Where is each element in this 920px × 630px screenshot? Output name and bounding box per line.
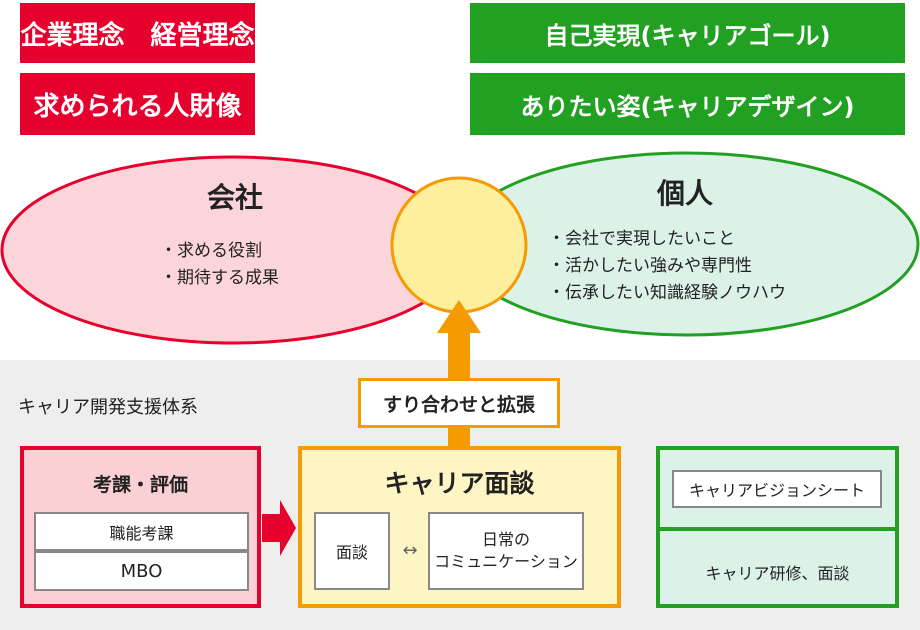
- daily-communication-item: 日常の コミュニケーション: [428, 512, 584, 590]
- evaluation-title: 考課・評価: [92, 474, 188, 496]
- daily-line2: コミュニケーション: [434, 552, 578, 571]
- banner-self-realization: 自己実現(キャリアゴール): [470, 3, 905, 63]
- individual-item: 活かしたい強みや専門性: [548, 253, 786, 280]
- company-title: 会社: [206, 181, 263, 214]
- arrow-right: [262, 500, 296, 556]
- evaluation-item: 職能考課: [34, 512, 249, 551]
- daily-line1: 日常の: [481, 530, 530, 549]
- company-item: 期待する成果: [160, 265, 279, 292]
- arrow-head-up: [437, 300, 481, 333]
- alignment-label: すり合わせと拡張: [358, 378, 560, 428]
- career-interview-title: キャリア面談: [384, 469, 535, 498]
- career-interview-box: キャリア面談 面談 ↔ 日常の コミュニケーション: [298, 446, 621, 608]
- evaluation-item: MBO: [34, 551, 249, 591]
- support-box: キャリアビジョンシート キャリア研修、面談: [656, 446, 899, 608]
- vision-sheet-item: キャリアビジョンシート: [672, 470, 882, 508]
- system-label: キャリア開発支援体系: [18, 397, 198, 418]
- overlap-circle: [390, 176, 528, 314]
- company-item: 求める役割: [160, 238, 279, 265]
- individual-item: 伝承したい知識経験ノウハウ: [548, 280, 786, 307]
- support-divider: [660, 527, 895, 531]
- individual-title: 個人: [656, 177, 713, 210]
- interview-item: 面談: [314, 512, 390, 590]
- individual-list: 会社で実現したいこと 活かしたい強みや専門性 伝承したい知識経験ノウハウ: [548, 226, 786, 307]
- bidirectional-arrow-icon: ↔: [402, 540, 418, 561]
- banner-desired-talent: 求められる人財像: [20, 73, 255, 135]
- banner-ideal-self: ありたい姿(キャリアデザイン): [470, 73, 905, 135]
- individual-item: 会社で実現したいこと: [548, 226, 786, 253]
- training-item: キャリア研修、面談: [705, 564, 850, 583]
- evaluation-box: 考課・評価 職能考課 MBO: [20, 446, 261, 608]
- banner-company-philosophy: 企業理念 経営理念: [20, 3, 255, 63]
- company-list: 求める役割 期待する成果: [160, 238, 279, 292]
